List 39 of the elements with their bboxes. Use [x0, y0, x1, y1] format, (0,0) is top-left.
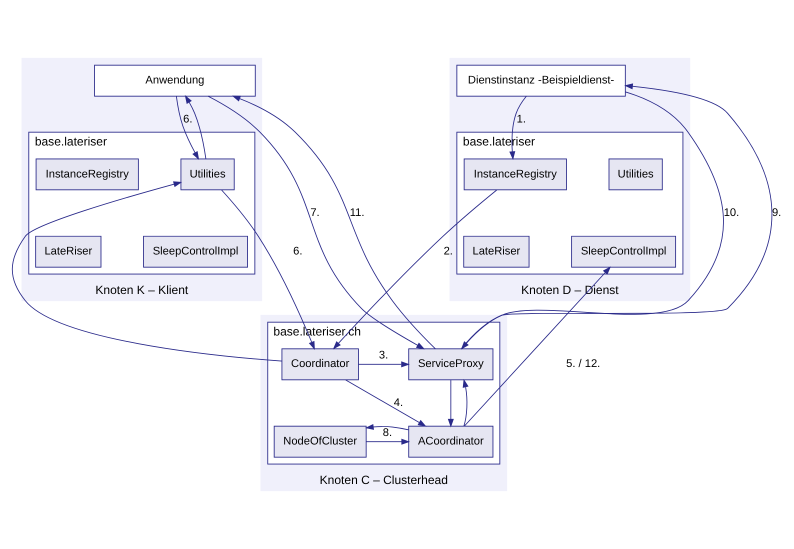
- node-box: LateRiser: [35, 236, 102, 268]
- edge-label: 6.: [183, 113, 192, 126]
- node-box: ServiceProxy: [408, 348, 494, 380]
- edge-label: 5. / 12.: [566, 358, 600, 370]
- node-box: NodeOfCluster: [274, 426, 367, 458]
- arrow: [365, 424, 409, 430]
- arrow: [184, 95, 206, 160]
- node-box: SleepControlImpl: [143, 236, 248, 268]
- arrow: [221, 190, 315, 350]
- arrow: [208, 96, 425, 350]
- arrow: [232, 96, 436, 350]
- arrow: [12, 181, 282, 362]
- node-box: Dienstinstanz -Beispieldienst-: [456, 64, 626, 97]
- arrow: [448, 380, 454, 428]
- node-box: InstanceRegistry: [464, 158, 567, 190]
- node-box: Coordinator: [282, 348, 359, 380]
- node-box: InstanceRegistry: [36, 158, 139, 190]
- node-box: Utilities: [180, 158, 235, 190]
- edge-label: 3.: [378, 350, 388, 362]
- edge-label: 4.: [394, 396, 404, 409]
- node-box: ACoordinator: [408, 426, 494, 458]
- edge-label: 8.: [382, 427, 392, 440]
- arrow: [509, 96, 527, 160]
- edge-label: 7.: [310, 206, 320, 219]
- node-box: LateRiser: [463, 236, 530, 268]
- arrow: [366, 438, 410, 445]
- arrow: [462, 378, 469, 427]
- arrow: [358, 361, 410, 368]
- edge-label: 6.: [293, 246, 302, 258]
- arrow: [464, 266, 611, 427]
- edge-label: 11.: [350, 206, 364, 219]
- edge-label: 10.: [724, 206, 740, 219]
- node-box: SleepControlImpl: [571, 236, 676, 268]
- edge-label: 9.: [772, 206, 782, 219]
- node-box: Utilities: [608, 158, 663, 190]
- arrow: [345, 380, 427, 427]
- arrow: [176, 96, 200, 160]
- edge-label: 1.: [516, 113, 526, 126]
- node-box: Anwendung: [94, 64, 256, 97]
